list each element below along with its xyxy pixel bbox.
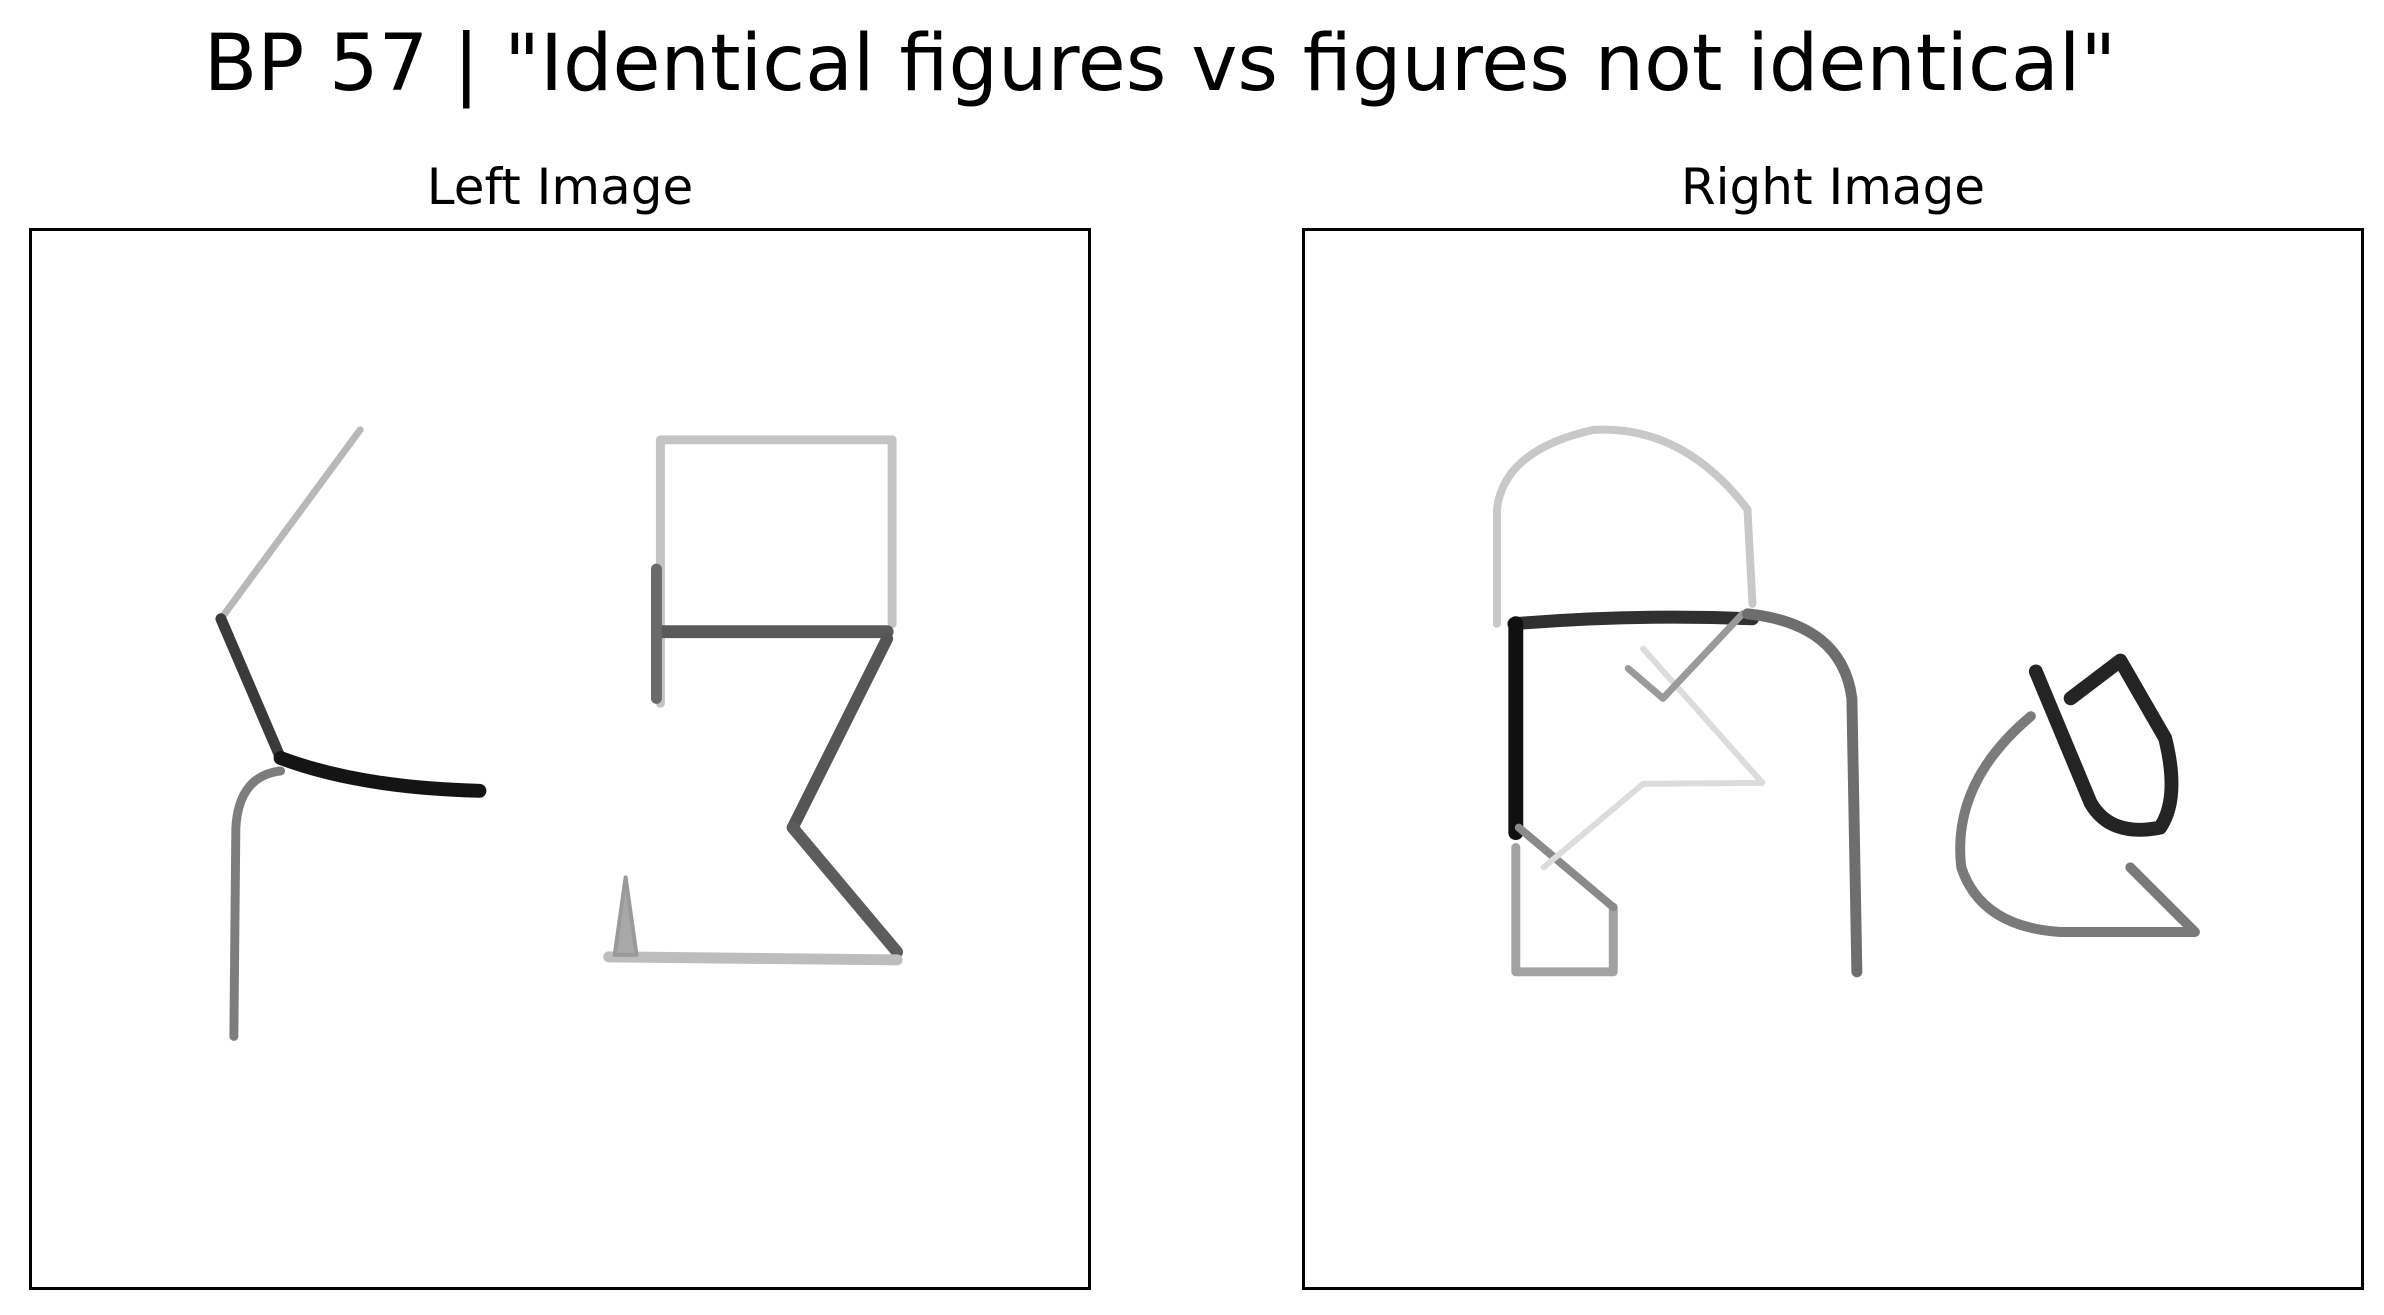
- left-box-spike: [612, 875, 639, 957]
- figure-title: BP 57 | "Identical figures vs figures no…: [203, 19, 2117, 109]
- left-image-panel: [29, 228, 1091, 1290]
- left-zigzag-middle: [215, 613, 287, 764]
- left-zigzag-arm: [273, 751, 487, 798]
- right-inner-zigzag: [1540, 645, 1766, 871]
- left-zigzag-upper: [217, 426, 364, 623]
- right-dome: [1492, 425, 1757, 628]
- right-arch: [1742, 608, 1863, 978]
- left-image-drawing: [215, 426, 904, 1041]
- left-zigzag-stem: [229, 766, 286, 1041]
- left-image-title: Left Image: [426, 158, 694, 216]
- left-box-base: [603, 951, 903, 966]
- left-box-diagonal: [786, 632, 894, 834]
- left-box-outline: [655, 435, 897, 708]
- right-image-panel: [1302, 228, 2364, 1290]
- right-dome-base: [1507, 610, 1759, 631]
- right-lower-rect: [1511, 843, 1618, 977]
- right-cup-arc: [1955, 711, 2200, 937]
- right-image-title: Right Image: [1680, 158, 1986, 216]
- left-box-lower-diagonal: [786, 821, 904, 958]
- right-cup-z: [2028, 653, 2179, 837]
- right-inner-diagonal: [1514, 823, 1618, 912]
- right-inner-v: [1624, 610, 1746, 702]
- right-image-drawing: [1492, 425, 2200, 978]
